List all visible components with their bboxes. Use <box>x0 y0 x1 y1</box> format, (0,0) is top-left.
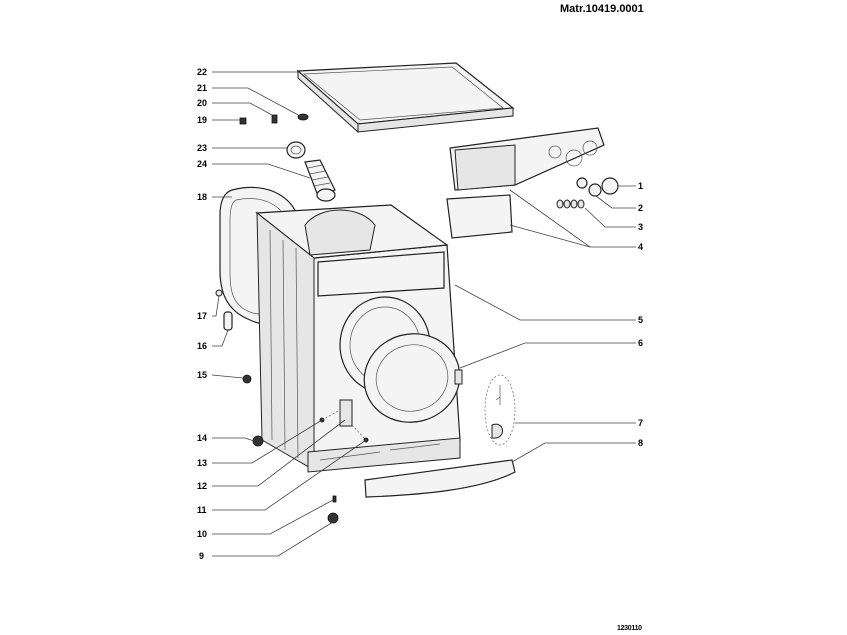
part-15-plug <box>242 374 252 384</box>
callout-5: 5 <box>638 315 644 325</box>
callout-11: 11 <box>197 505 207 515</box>
top-cover-part <box>296 62 515 134</box>
part-4-control-panel <box>449 127 605 191</box>
leader-lines <box>211 71 636 557</box>
part-21-clip <box>297 113 309 121</box>
callout-3: 3 <box>638 222 644 232</box>
callout-17: 17 <box>197 311 208 321</box>
part-7-group <box>484 374 516 446</box>
callout-21: 21 <box>197 83 208 93</box>
part-2-knob <box>588 183 602 197</box>
part-3-buttons <box>556 199 585 209</box>
part-16-hook <box>223 311 233 331</box>
callout-16: 16 <box>197 341 208 351</box>
callout-13: 13 <box>197 458 208 468</box>
drawing-matr-number: Matr.10419.0001 <box>560 3 644 15</box>
part-9-foot <box>327 512 339 524</box>
callout-8: 8 <box>638 438 644 448</box>
callout-12: 12 <box>197 481 208 491</box>
callout-15: 15 <box>197 370 208 380</box>
part-12-hinge <box>339 399 353 427</box>
callout-20: 20 <box>197 98 208 108</box>
callout-19: 19 <box>197 115 208 125</box>
callout-10: 10 <box>197 529 208 539</box>
part-10-spacer <box>332 495 337 503</box>
part-8-plinth <box>364 459 516 498</box>
callout-6: 6 <box>638 338 644 348</box>
callout-14: 14 <box>197 433 208 443</box>
callout-7: 7 <box>638 418 644 428</box>
part-23-ring <box>286 141 306 159</box>
part-1-knob <box>601 177 619 195</box>
part-6-door <box>363 333 463 423</box>
drawing-code: 1230110 <box>617 625 642 632</box>
callout-18: 18 <box>197 192 208 202</box>
callout-22: 22 <box>197 67 208 77</box>
part-24-hose <box>304 159 336 202</box>
callout-9: 9 <box>199 551 205 561</box>
callout-24: 24 <box>197 159 208 169</box>
part-17-washer <box>215 289 223 297</box>
callout-4: 4 <box>638 242 644 252</box>
callout-2: 2 <box>638 203 644 213</box>
part-20-clip <box>271 114 278 124</box>
detergent-drawer-part <box>446 194 513 239</box>
callout-1: 1 <box>638 181 644 191</box>
part-14-foot <box>252 435 264 447</box>
callout-23: 23 <box>197 143 208 153</box>
part-19-clip <box>239 117 247 125</box>
